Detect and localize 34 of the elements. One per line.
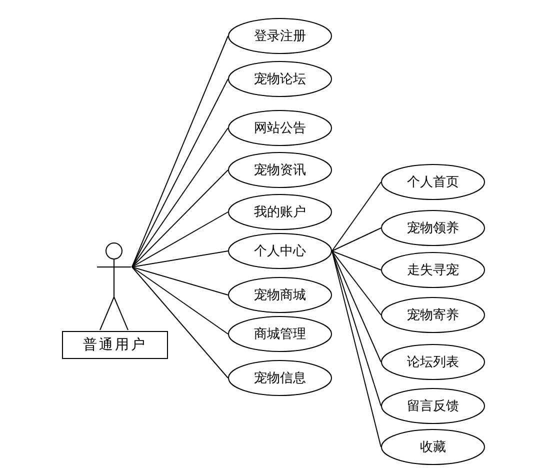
association-line xyxy=(132,266,228,296)
association-line xyxy=(132,266,228,334)
association-line xyxy=(332,250,382,406)
association-line xyxy=(332,250,382,316)
association-line xyxy=(332,228,382,252)
actor-label: 普通用户 xyxy=(62,331,168,359)
use-case-ellipse: 宠物寄养 xyxy=(381,297,485,333)
actor-figure xyxy=(96,241,132,331)
use-case-ellipse: 登录注册 xyxy=(228,18,332,54)
use-case-ellipse: 个人首页 xyxy=(381,164,485,200)
use-case-ellipse: 个人中心 xyxy=(228,233,332,269)
use-case-ellipse: 商城管理 xyxy=(228,316,332,352)
use-case-ellipse: 宠物论坛 xyxy=(228,61,332,97)
association-line xyxy=(332,250,382,270)
use-case-ellipse: 宠物资讯 xyxy=(228,152,332,188)
association-line xyxy=(132,128,228,268)
use-case-ellipse: 网站公告 xyxy=(228,110,332,146)
use-case-ellipse: 宠物信息 xyxy=(228,360,332,396)
association-line xyxy=(132,78,228,268)
use-case-ellipse: 留言反馈 xyxy=(381,388,485,424)
association-line xyxy=(132,266,228,378)
use-case-ellipse: 收藏 xyxy=(381,429,485,465)
association-line xyxy=(132,250,228,268)
association-line xyxy=(332,250,382,448)
association-line xyxy=(332,182,382,252)
association-line xyxy=(132,36,228,268)
association-line xyxy=(132,212,228,268)
use-case-ellipse: 宠物商城 xyxy=(228,277,332,313)
association-line xyxy=(132,170,228,268)
use-case-ellipse: 宠物领养 xyxy=(381,210,485,246)
use-case-ellipse: 我的账户 xyxy=(228,194,332,230)
association-line xyxy=(332,250,382,362)
use-case-ellipse: 走失寻宠 xyxy=(381,252,485,288)
use-case-ellipse: 论坛列表 xyxy=(381,344,485,380)
